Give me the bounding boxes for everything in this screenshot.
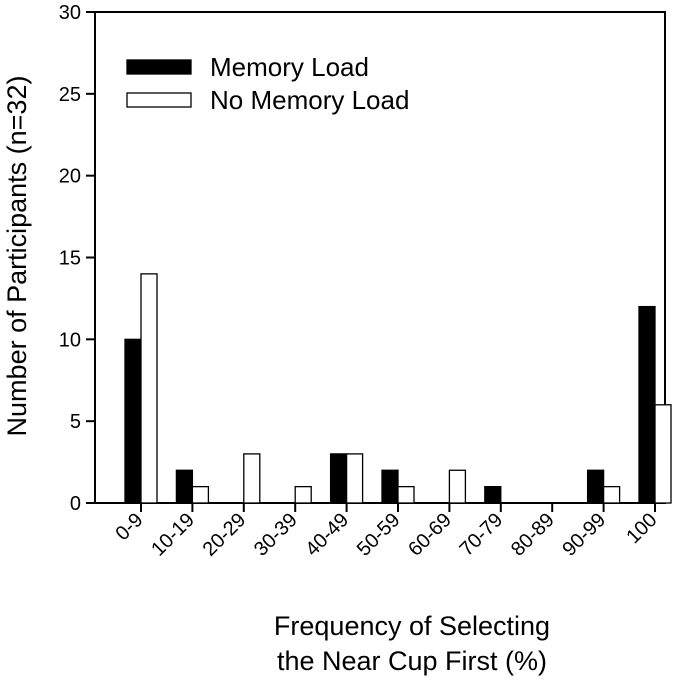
bar-memory-load xyxy=(329,453,348,504)
x-tick-label: 90-99 xyxy=(558,509,610,561)
bar-no-memory-load xyxy=(397,485,415,504)
x-tick-label: 40-49 xyxy=(301,509,353,561)
bar-no-memory-load xyxy=(448,469,467,504)
x-tick-label: 100 xyxy=(622,509,661,548)
x-tick-label: 0-9 xyxy=(112,509,148,545)
x-axis-title-line-2: the Near Cup First (%) xyxy=(277,646,547,676)
y-tick-label: 20 xyxy=(59,166,81,188)
bar-memory-load xyxy=(124,338,142,504)
x-axis-title-line-1: Frequency of Selecting xyxy=(274,611,550,641)
bar-no-memory-load xyxy=(294,485,312,504)
y-tick-label: 5 xyxy=(70,411,81,433)
legend-swatch-no-memory-load xyxy=(126,92,192,108)
x-tick-label: 10-19 xyxy=(147,509,199,561)
bar-memory-load xyxy=(381,469,399,504)
x-tick-label: 20-29 xyxy=(199,509,251,561)
bars xyxy=(124,273,672,504)
bar-no-memory-load xyxy=(243,453,261,504)
bar-no-memory-load xyxy=(140,273,158,504)
x-tick-label: 80-89 xyxy=(507,509,559,561)
y-tick-label: 15 xyxy=(59,248,81,270)
bar-no-memory-load xyxy=(191,485,210,504)
y-tick-label: 25 xyxy=(59,84,81,106)
bar-memory-load xyxy=(586,469,605,504)
bar-no-memory-load xyxy=(345,453,364,504)
x-tick-label: 70-79 xyxy=(456,509,508,561)
y-tick-label: 10 xyxy=(59,329,81,351)
bar-no-memory-load xyxy=(654,404,672,504)
bar-memory-load xyxy=(638,305,656,504)
y-tick-label: 30 xyxy=(59,2,81,24)
x-tick-label: 30-39 xyxy=(250,509,302,561)
y-axis-title: Number of Participants (n=32) xyxy=(2,76,32,437)
legend-swatch-memory-load xyxy=(126,59,192,75)
legend-label-no-memory-load: No Memory Load xyxy=(210,85,409,115)
bar-memory-load xyxy=(175,469,194,504)
x-tick-label: 50-59 xyxy=(353,509,405,561)
y-axis: 0 5 10 15 20 25 30 xyxy=(59,2,95,515)
bar-memory-load xyxy=(484,485,502,504)
x-tick-label: 60-69 xyxy=(404,509,456,561)
legend-label-memory-load: Memory Load xyxy=(210,52,369,82)
y-tick-label: 0 xyxy=(70,493,81,515)
bar-no-memory-load xyxy=(602,485,621,504)
